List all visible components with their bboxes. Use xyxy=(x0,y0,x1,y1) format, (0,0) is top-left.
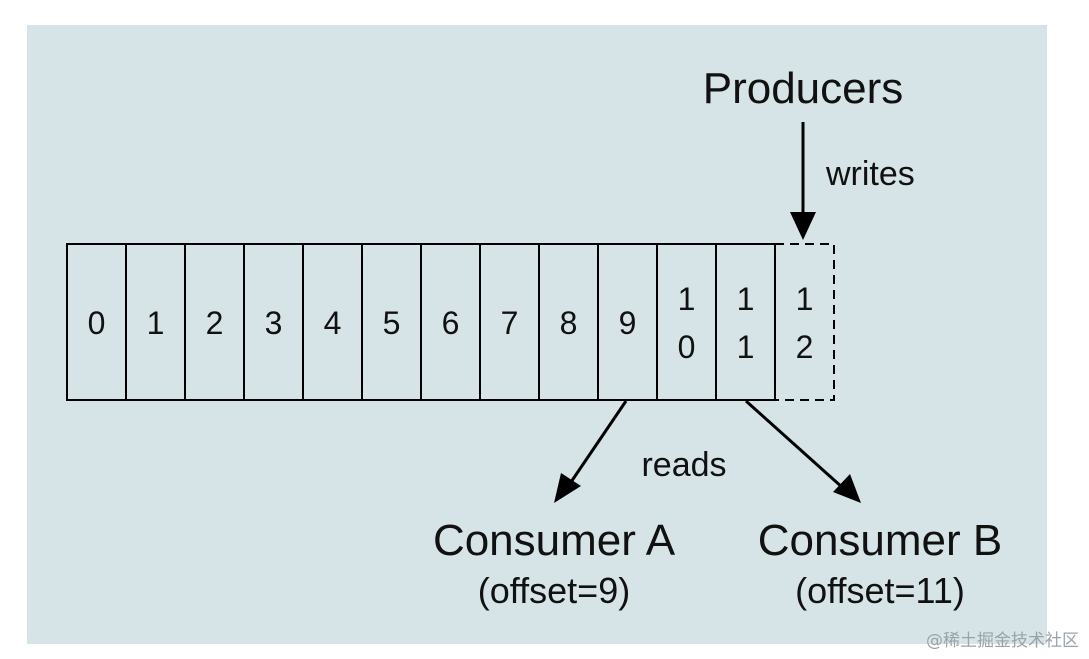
consumer-a-offset: (offset=9) xyxy=(478,570,630,611)
consumer-a-arrow-line xyxy=(567,400,628,486)
log-cell-label: 0 xyxy=(88,305,106,341)
log-cell-label: 1 xyxy=(737,329,755,365)
watermark: @稀土掘金技术社区 xyxy=(926,631,1079,651)
log-cell xyxy=(656,243,717,401)
log-cell-label: 2 xyxy=(206,305,224,341)
log-cell-label: 1 xyxy=(147,305,165,341)
writes-label: writes xyxy=(825,155,915,193)
log-cell-label: 1 xyxy=(678,281,696,317)
log-cell-label: 4 xyxy=(324,305,342,341)
consumer-b-offset: (offset=11) xyxy=(795,570,965,611)
log-cell-label: 6 xyxy=(442,305,460,341)
log-cell xyxy=(774,243,835,401)
log-cell-label: 7 xyxy=(501,305,519,341)
writes-arrowhead xyxy=(790,212,816,240)
log-cell-label: 8 xyxy=(560,305,578,341)
log-cell-label: 1 xyxy=(737,281,755,317)
log-cell xyxy=(715,243,776,401)
producers-label: Producers xyxy=(703,64,904,113)
log-cell-label: 1 xyxy=(796,281,814,317)
log-cell-label: 9 xyxy=(619,305,637,341)
diagram-panel xyxy=(27,25,1047,644)
log-cell-label: 5 xyxy=(383,305,401,341)
consumer-a-arrowhead xyxy=(554,473,581,503)
log-cell-label: 0 xyxy=(678,329,696,365)
reads-label: reads xyxy=(641,446,726,484)
log-cell-label: 2 xyxy=(796,329,814,365)
consumer-a-label: Consumer A xyxy=(433,516,676,565)
consumer-b-arrowhead xyxy=(833,474,861,503)
consumer-b-label: Consumer B xyxy=(758,516,1003,565)
consumer-b-arrow-line xyxy=(744,399,845,490)
log-cell-label: 3 xyxy=(265,305,283,341)
